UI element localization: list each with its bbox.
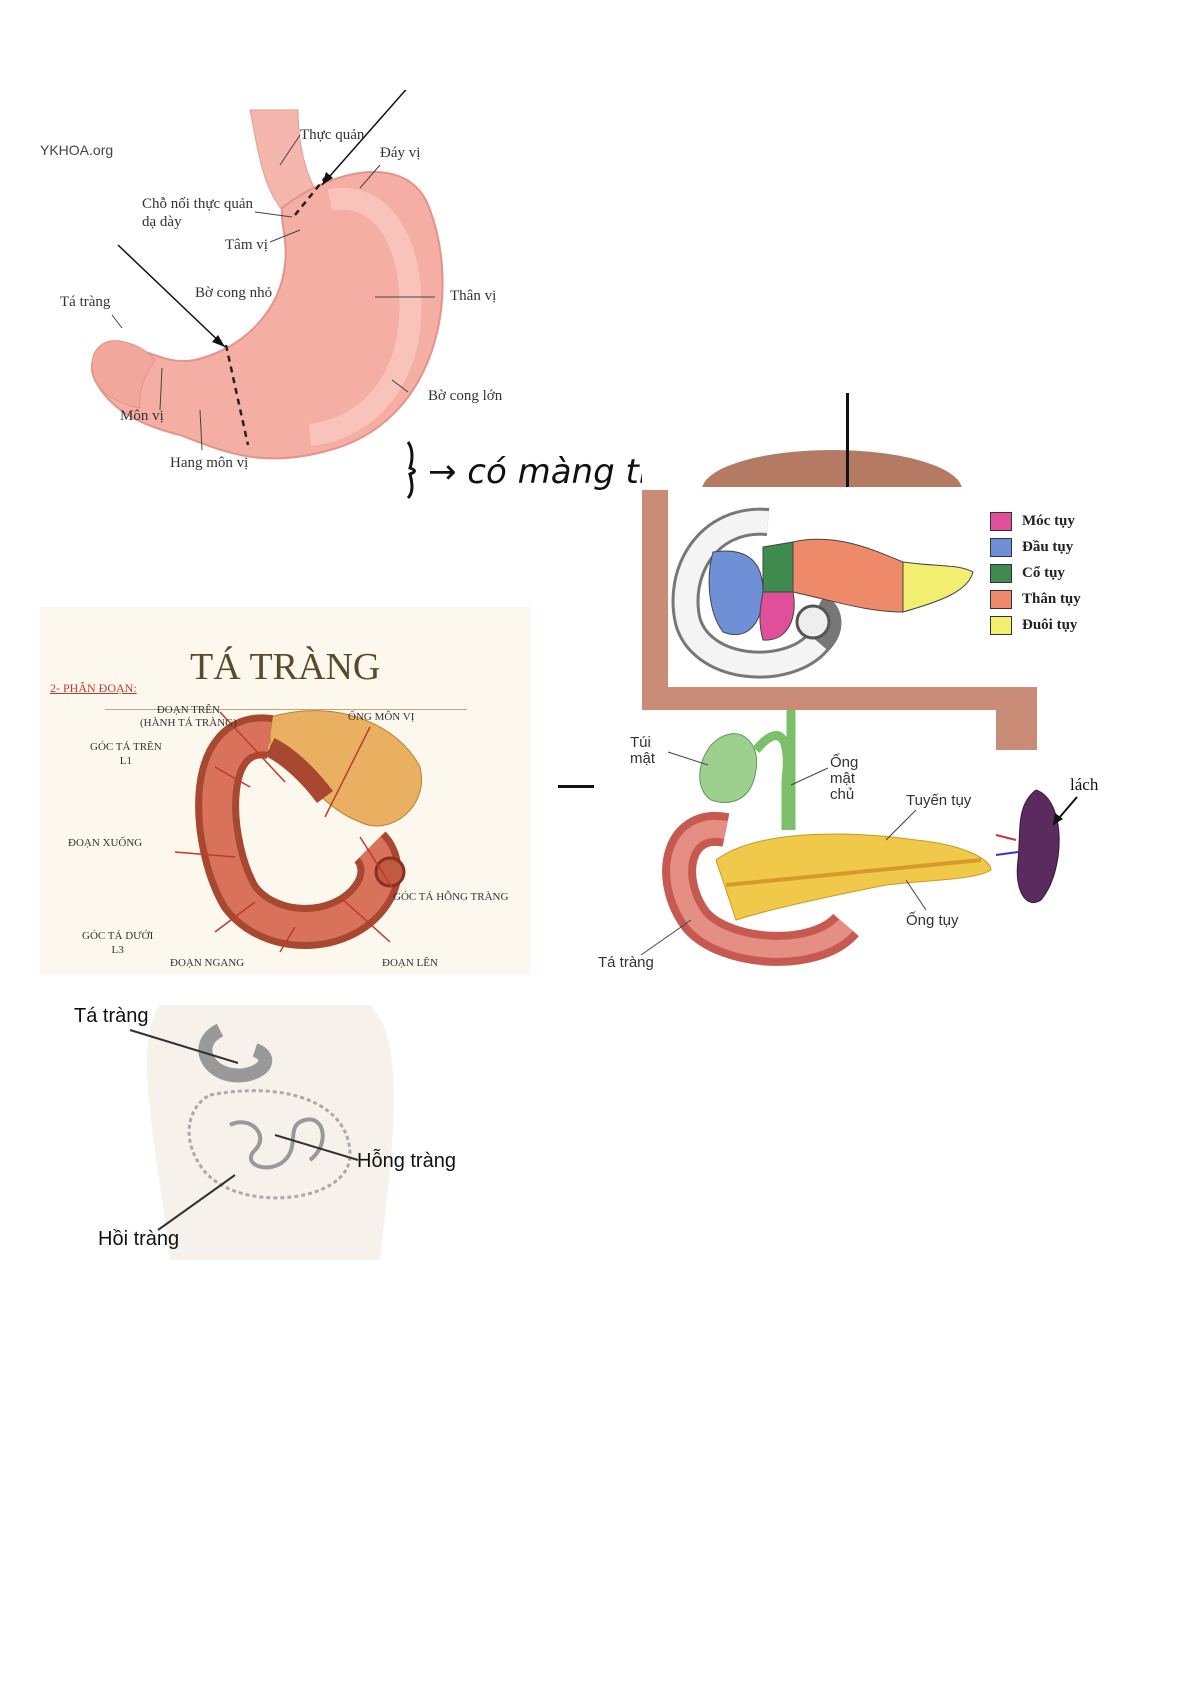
stomach-illustration — [90, 90, 444, 460]
stomach-diagram: YKHOA.org Thực quản Đáy vị Chỗ nối thực … — [30, 90, 540, 490]
label-lower-angle: GÓC TÁ DƯỚI L3 — [82, 930, 154, 956]
label-int-duodenum: Tá tràng — [74, 1005, 149, 1027]
label-ascending: ĐOẠN LÊN — [382, 957, 438, 969]
legend-label: Đuôi tụy — [1022, 616, 1078, 633]
label-pancreas: Tuyến tụy — [906, 792, 972, 809]
label-pylorus: Môn vị — [120, 408, 164, 424]
label-descending: ĐOẠN XUỐNG — [68, 837, 143, 849]
label-pancreatic-duct: Ống tụy — [906, 912, 959, 929]
intestines-illustration — [129, 1005, 394, 1260]
pancreas-illustration — [671, 507, 974, 679]
legend-label: Thân tụy — [1022, 590, 1081, 607]
label-int-ileum: Hồi tràng — [98, 1228, 180, 1250]
label-esophagus: Thực quản — [300, 127, 365, 143]
label-antrum: Hang môn vị — [170, 455, 249, 471]
vertical-line — [846, 393, 849, 488]
legend-item: Thân tụy — [990, 586, 1100, 612]
legend-swatch — [990, 563, 1012, 583]
spleen-arrow — [1052, 796, 1078, 826]
biliary-diagram: Túi mật Ống mật chủ Tuyến tụy Ống tụy Tá… — [596, 710, 996, 972]
watermark: YKHOA.org — [40, 142, 114, 158]
label-duodenum: Tá tràng — [60, 294, 111, 310]
label-gallbladder: Túi mật — [630, 734, 656, 767]
intestines-diagram: Tá tràng Hỗng tràng Hồi tràng — [70, 985, 470, 1260]
label-int-jejunum: Hỗng tràng — [357, 1150, 456, 1172]
label-junction: Chỗ nối thực quản dạ dày — [142, 196, 254, 230]
label-common-bile-duct: Ống mật chủ — [830, 754, 859, 803]
duodenum-illustration — [174, 710, 422, 953]
label-cardia: Tâm vị — [225, 237, 268, 253]
biliary-illustration — [640, 710, 992, 966]
legend-label: Đầu tụy — [1022, 538, 1074, 555]
handwritten-brace — [406, 441, 416, 500]
label-lesser-curvature: Bờ cong nhỏ — [195, 285, 273, 301]
legend-item: Đầu tụy — [990, 534, 1100, 560]
label-upper-angle: GÓC TÁ TRÊN L1 — [90, 741, 162, 767]
legend-swatch — [990, 511, 1012, 531]
label-horizontal: ĐOẠN NGANG — [170, 957, 245, 969]
pancreas-diagram — [668, 487, 1098, 687]
legend-item: Móc tụy — [990, 508, 1100, 534]
legend-item: Cổ tụy — [990, 560, 1100, 586]
label-greater-curvature: Bờ cong lớn — [428, 388, 503, 404]
duodenum-slide: TÁ TRÀNG 2- PHÂN ĐOẠN: ĐOẠN TRÊN (HÀNH T… — [40, 607, 531, 975]
label-pyloric-canal: ỐNG MÔN VỊ — [348, 711, 415, 723]
label-body: Thân vị — [450, 288, 497, 304]
dash-mark — [558, 785, 594, 788]
label-fundus: Đáy vị — [380, 145, 421, 161]
label-spleen: lách — [1070, 775, 1099, 794]
label-duodenojejunal: GÓC TÁ HỖNG TRÀNG — [393, 891, 509, 903]
legend-swatch — [990, 537, 1012, 557]
legend-label: Cổ tụy — [1022, 564, 1065, 581]
slide-section: 2- PHÂN ĐOẠN: — [50, 681, 137, 695]
legend-swatch — [990, 615, 1012, 635]
legend-swatch — [990, 589, 1012, 609]
label-upper-segment: ĐOẠN TRÊN (HÀNH TÁ TRÀNG) — [140, 704, 237, 729]
slide-title: TÁ TRÀNG — [190, 646, 381, 688]
legend-item: Đuôi tụy — [990, 612, 1100, 638]
slide-divider — [105, 709, 467, 710]
label-biliary-duodenum: Tá tràng — [598, 954, 654, 971]
legend-label: Móc tụy — [1022, 512, 1075, 529]
spleen-illustration — [995, 789, 1060, 903]
